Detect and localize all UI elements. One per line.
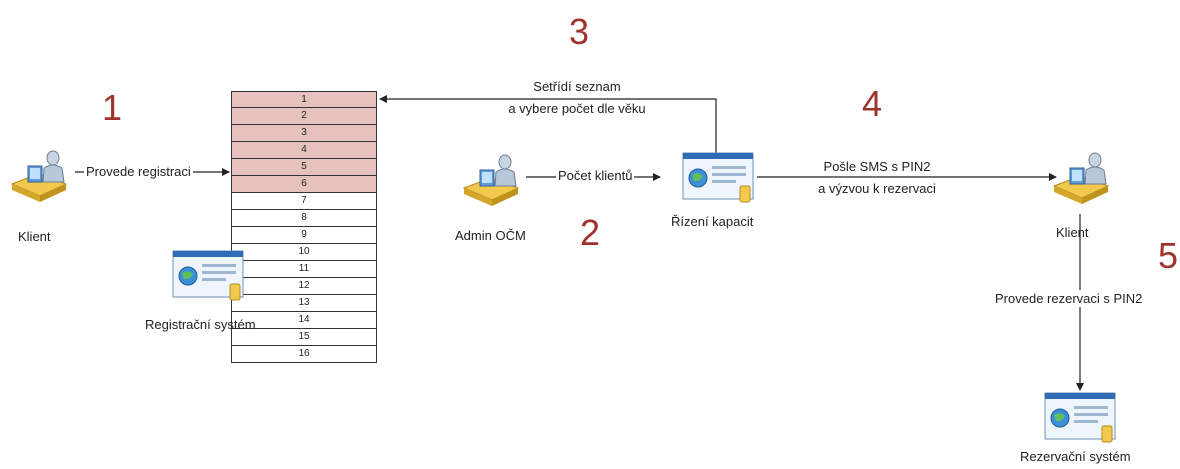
queue-row: 9: [231, 227, 377, 244]
queue-row: 5: [231, 159, 377, 176]
edge-label-sms-line-2: a výzvou k rezervaci: [800, 180, 954, 197]
user-at-computer-icon: [8, 148, 74, 215]
node-label-client-right: Klient: [1056, 225, 1089, 240]
edge-label-sort-line-1: Setřídí seznam: [533, 79, 621, 94]
queue-row: 11: [231, 261, 377, 278]
arrow-sort-select: [379, 95, 717, 153]
queue-row: 7: [231, 193, 377, 210]
node-label-reservation-system: Rezervační systém: [1020, 449, 1131, 464]
edge-label-sms-line-1: Pošle SMS s PIN2: [800, 158, 954, 175]
edge-label-reserve: Provede rezervaci s PIN2: [993, 290, 1145, 307]
user-at-computer-icon: [1050, 150, 1116, 217]
queue-row: 4: [231, 142, 377, 159]
user-at-computer-icon: [460, 152, 526, 219]
queue-row: 14: [231, 312, 377, 329]
queue-row: 8: [231, 210, 377, 227]
step-number-4: 4: [862, 83, 883, 124]
step-number-1: 1: [102, 87, 123, 128]
queue-row: 15: [231, 329, 377, 346]
web-application-window-icon: [682, 152, 756, 211]
node-label-registration-system: Registrační systém: [145, 317, 256, 332]
queue-row: 16: [231, 346, 377, 363]
step-number-2: 2: [580, 212, 601, 253]
queue-row: 10: [231, 244, 377, 261]
edge-label-client-count: Počet klientů: [556, 167, 635, 184]
queue-row: 13: [231, 295, 377, 312]
queue-row: 1: [231, 91, 377, 108]
queue-row: 6: [231, 176, 377, 193]
web-application-window-icon: [1044, 392, 1118, 451]
node-label-capacity-management: Řízení kapacit: [671, 214, 754, 229]
queue-row: 3: [231, 125, 377, 142]
web-application-window-icon: [172, 250, 246, 309]
step-number-3: 3: [569, 11, 590, 52]
edge-label-sort-line-2: a vybere počet dle věku: [472, 100, 682, 117]
edge-label-register: Provede registraci: [84, 163, 193, 180]
node-label-admin: Admin OČM: [455, 228, 526, 243]
step-number-5: 5: [1158, 235, 1179, 276]
node-label-client-left: Klient: [18, 229, 51, 244]
queue-row: 2: [231, 108, 377, 125]
queue-row: 12: [231, 278, 377, 295]
